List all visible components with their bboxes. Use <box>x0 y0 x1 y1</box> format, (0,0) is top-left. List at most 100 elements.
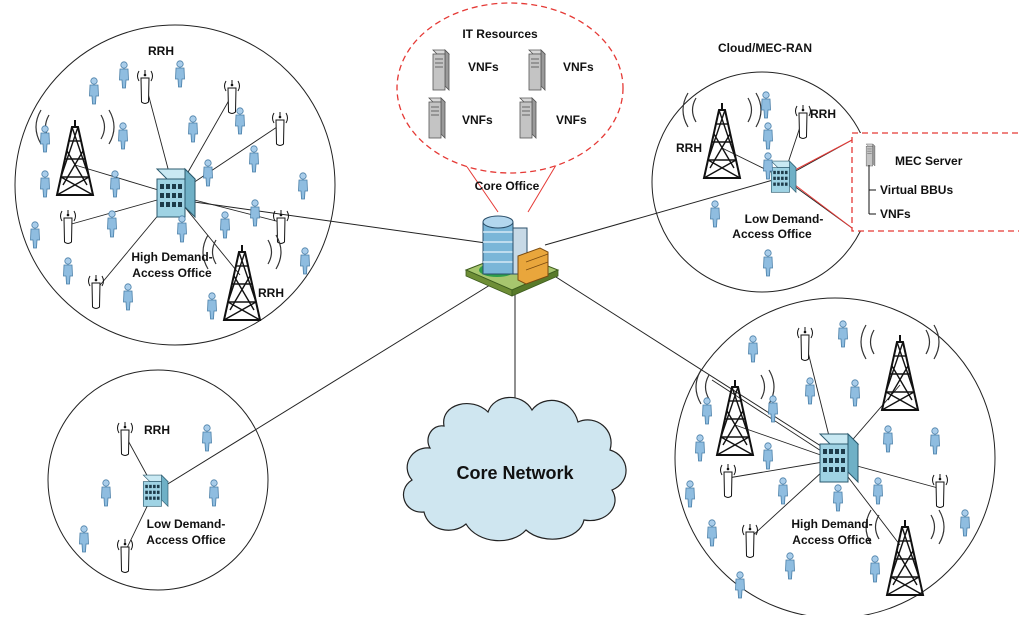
vnfs-label: VNFs <box>880 207 911 221</box>
rrh-icon <box>932 473 948 508</box>
user-icon <box>101 479 111 507</box>
vnfs-label: VNFs <box>462 113 493 127</box>
user-icon <box>300 247 310 275</box>
core-links <box>157 177 836 491</box>
rrh-icon <box>742 523 758 558</box>
rrh-icon <box>117 538 133 573</box>
user-icon <box>695 434 705 462</box>
link-core-high-demand-2 <box>544 269 836 456</box>
rrh-icon <box>224 79 240 114</box>
rrh-icon <box>88 274 104 309</box>
user-icon <box>188 115 198 143</box>
high-demand-area-2: High Demand- Access Office <box>674 297 996 619</box>
user-icon <box>707 519 717 547</box>
office-label-line2: Access Office <box>732 227 812 241</box>
server-icon <box>519 97 537 139</box>
user-icon <box>930 427 940 455</box>
user-icon <box>250 199 260 227</box>
rrh-icon <box>60 209 76 244</box>
user-icon <box>298 172 308 200</box>
user-icon <box>123 283 133 311</box>
user-icon <box>685 480 695 508</box>
it-resources-ellipse <box>396 2 624 174</box>
user-icon <box>79 525 89 553</box>
user-icon <box>63 257 73 285</box>
mec-server-label: MEC Server <box>895 154 963 168</box>
office-label-line2: Access Office <box>132 266 212 280</box>
user-icon <box>40 125 50 153</box>
low-demand-area-2: RRH Low Demand- Access Office <box>47 369 269 591</box>
rrh-label: RRH <box>144 423 170 437</box>
user-icon <box>249 145 259 173</box>
user-icon <box>202 424 212 452</box>
access-office-icon <box>770 160 797 193</box>
core-network-label: Core Network <box>456 463 574 483</box>
user-icon <box>710 200 720 228</box>
user-icon <box>763 122 773 150</box>
user-icon <box>235 107 245 135</box>
user-group <box>710 91 773 277</box>
link-core-low-demand-2 <box>157 284 491 491</box>
virtual-bbus-label: Virtual BBUs <box>880 183 953 197</box>
tower-icon <box>865 509 945 596</box>
tower-icon <box>860 324 940 411</box>
user-icon <box>177 215 187 243</box>
server-icon <box>865 143 876 167</box>
server-icon <box>428 97 446 139</box>
coverage-circle <box>14 24 336 346</box>
user-icon <box>883 425 893 453</box>
access-office-icon <box>819 433 859 483</box>
access-office-icon <box>156 168 196 218</box>
user-icon <box>175 60 185 88</box>
user-icon <box>763 249 773 277</box>
user-icon <box>850 379 860 407</box>
mec-callout-line <box>794 184 853 229</box>
user-icon <box>833 484 843 512</box>
user-icon <box>702 397 712 425</box>
it-resources-label: IT Resources <box>462 27 538 41</box>
office-label-line2: Access Office <box>146 533 226 547</box>
server-icon <box>432 49 450 91</box>
high-demand-area-1: RRH RRH High Demand- Access Office <box>14 24 336 346</box>
office-label-line1: High Demand- <box>131 250 212 264</box>
tower-icon <box>682 92 762 179</box>
core-office-label: Core Office <box>475 179 540 193</box>
user-icon <box>89 77 99 105</box>
link-core-high-demand-1 <box>179 199 501 246</box>
user-icon <box>761 91 771 119</box>
user-icon <box>838 320 848 348</box>
user-icon <box>209 479 219 507</box>
user-icon <box>960 509 970 537</box>
rrh-label: RRH <box>148 44 174 58</box>
cloud-mec-ran-label: Cloud/MEC-RAN <box>718 41 812 55</box>
user-icon <box>748 335 758 363</box>
user-icon <box>785 552 795 580</box>
user-icon <box>30 221 40 249</box>
rrh-icon <box>720 463 736 498</box>
link-core-low-demand-1 <box>544 177 781 246</box>
low-demand-area-1: Cloud/MEC-RAN RRH RRH Low Demand- Access… <box>651 41 873 293</box>
user-icon <box>870 555 880 583</box>
office-label-line1: High Demand- <box>791 517 872 531</box>
rrh-label: RRH <box>258 286 284 300</box>
user-icon <box>118 122 128 150</box>
user-icon <box>110 170 120 198</box>
user-icon <box>735 571 745 599</box>
rrh-icon <box>137 69 153 104</box>
user-icon <box>107 210 117 238</box>
rrh-label: RRH <box>676 141 702 155</box>
rrh-label: RRH <box>810 107 836 121</box>
user-icon <box>40 170 50 198</box>
it-resources-group: IT Resources VNFs VNFs VNFs VNFs <box>396 2 624 213</box>
user-icon <box>119 61 129 89</box>
rrh-icon <box>117 421 133 456</box>
user-icon <box>805 377 815 405</box>
vnfs-label: VNFs <box>556 113 587 127</box>
vnfs-label: VNFs <box>563 60 594 74</box>
mec-callout-box <box>851 132 1019 232</box>
access-office-icon <box>142 474 169 507</box>
user-icon <box>207 292 217 320</box>
building-icon <box>464 215 560 297</box>
